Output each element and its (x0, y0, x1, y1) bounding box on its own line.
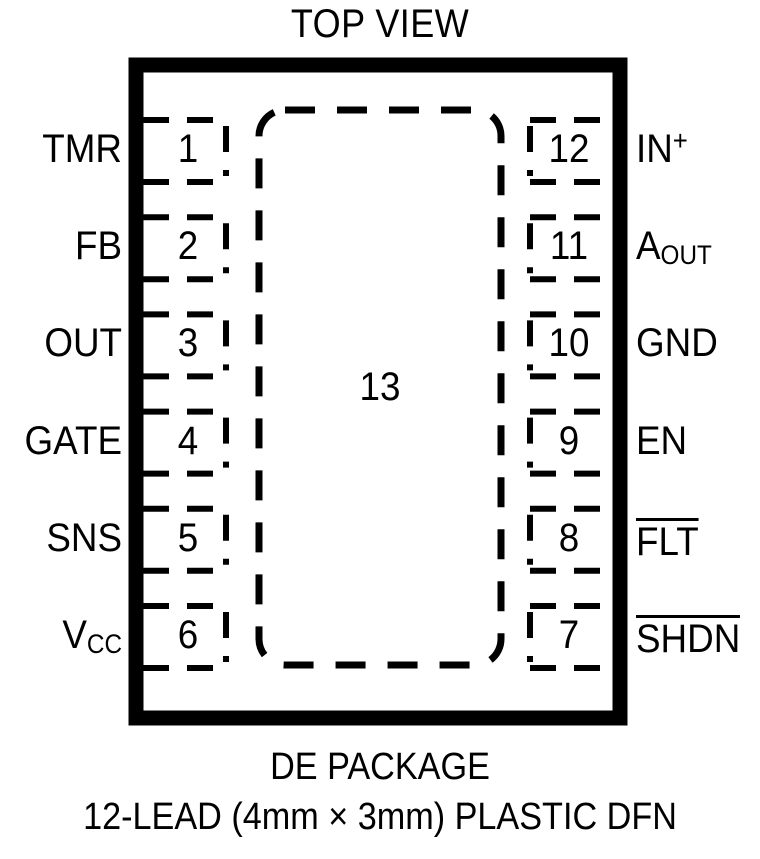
pin-number-9: 9 (558, 418, 580, 463)
pin-number-10: 10 (548, 321, 590, 366)
superscript: + (672, 125, 688, 157)
pin-label-tmr-1: TMR (42, 127, 122, 171)
pin-label-flt-8: FLT (636, 517, 760, 564)
pin-label-out-3: OUT (44, 321, 122, 366)
subscript: OUT (660, 239, 712, 270)
exposed-pad-outline (255, 106, 505, 669)
caption-package-name: DE PACKAGE (270, 746, 490, 788)
pin-label-gnd-10: GND (636, 321, 718, 366)
pin-label-a-11: AOUT (636, 224, 712, 270)
subscript: CC (86, 628, 122, 659)
pin-label-v-6: VCC (62, 613, 122, 659)
active-low-overline: SHDN (636, 615, 741, 661)
pin-number-12: 12 (548, 127, 590, 171)
pin-label-gate-4: GATE (24, 418, 122, 463)
pin-label-shdn-7: SHDN (636, 615, 760, 659)
pin-number-6: 6 (177, 613, 199, 657)
exposed-pad-number: 13 (359, 365, 401, 409)
pin-number-3: 3 (177, 321, 199, 366)
caption-package-description: 12-LEAD (4mm × 3mm) PLASTIC DFN (83, 796, 677, 838)
pin-number-5: 5 (177, 515, 199, 560)
pin-label-sns-5: SNS (46, 515, 122, 560)
pin-label-fb-2: FB (74, 224, 122, 269)
page-title: TOP VIEW (290, 2, 470, 46)
pin-number-11: 11 (549, 224, 589, 269)
pin-label-in-12: IN+ (636, 125, 688, 171)
pin-number-7: 7 (558, 613, 580, 657)
pin-number-4: 4 (177, 418, 199, 463)
pin-number-2: 2 (177, 224, 199, 269)
pin-label-en-9: EN (636, 418, 688, 463)
pin-number-8: 8 (558, 515, 580, 560)
pin-number-1: 1 (177, 127, 199, 171)
package-body-outline (128, 57, 628, 726)
active-low-overline: FLT (636, 517, 699, 564)
pin-boxes-group (143, 117, 613, 671)
